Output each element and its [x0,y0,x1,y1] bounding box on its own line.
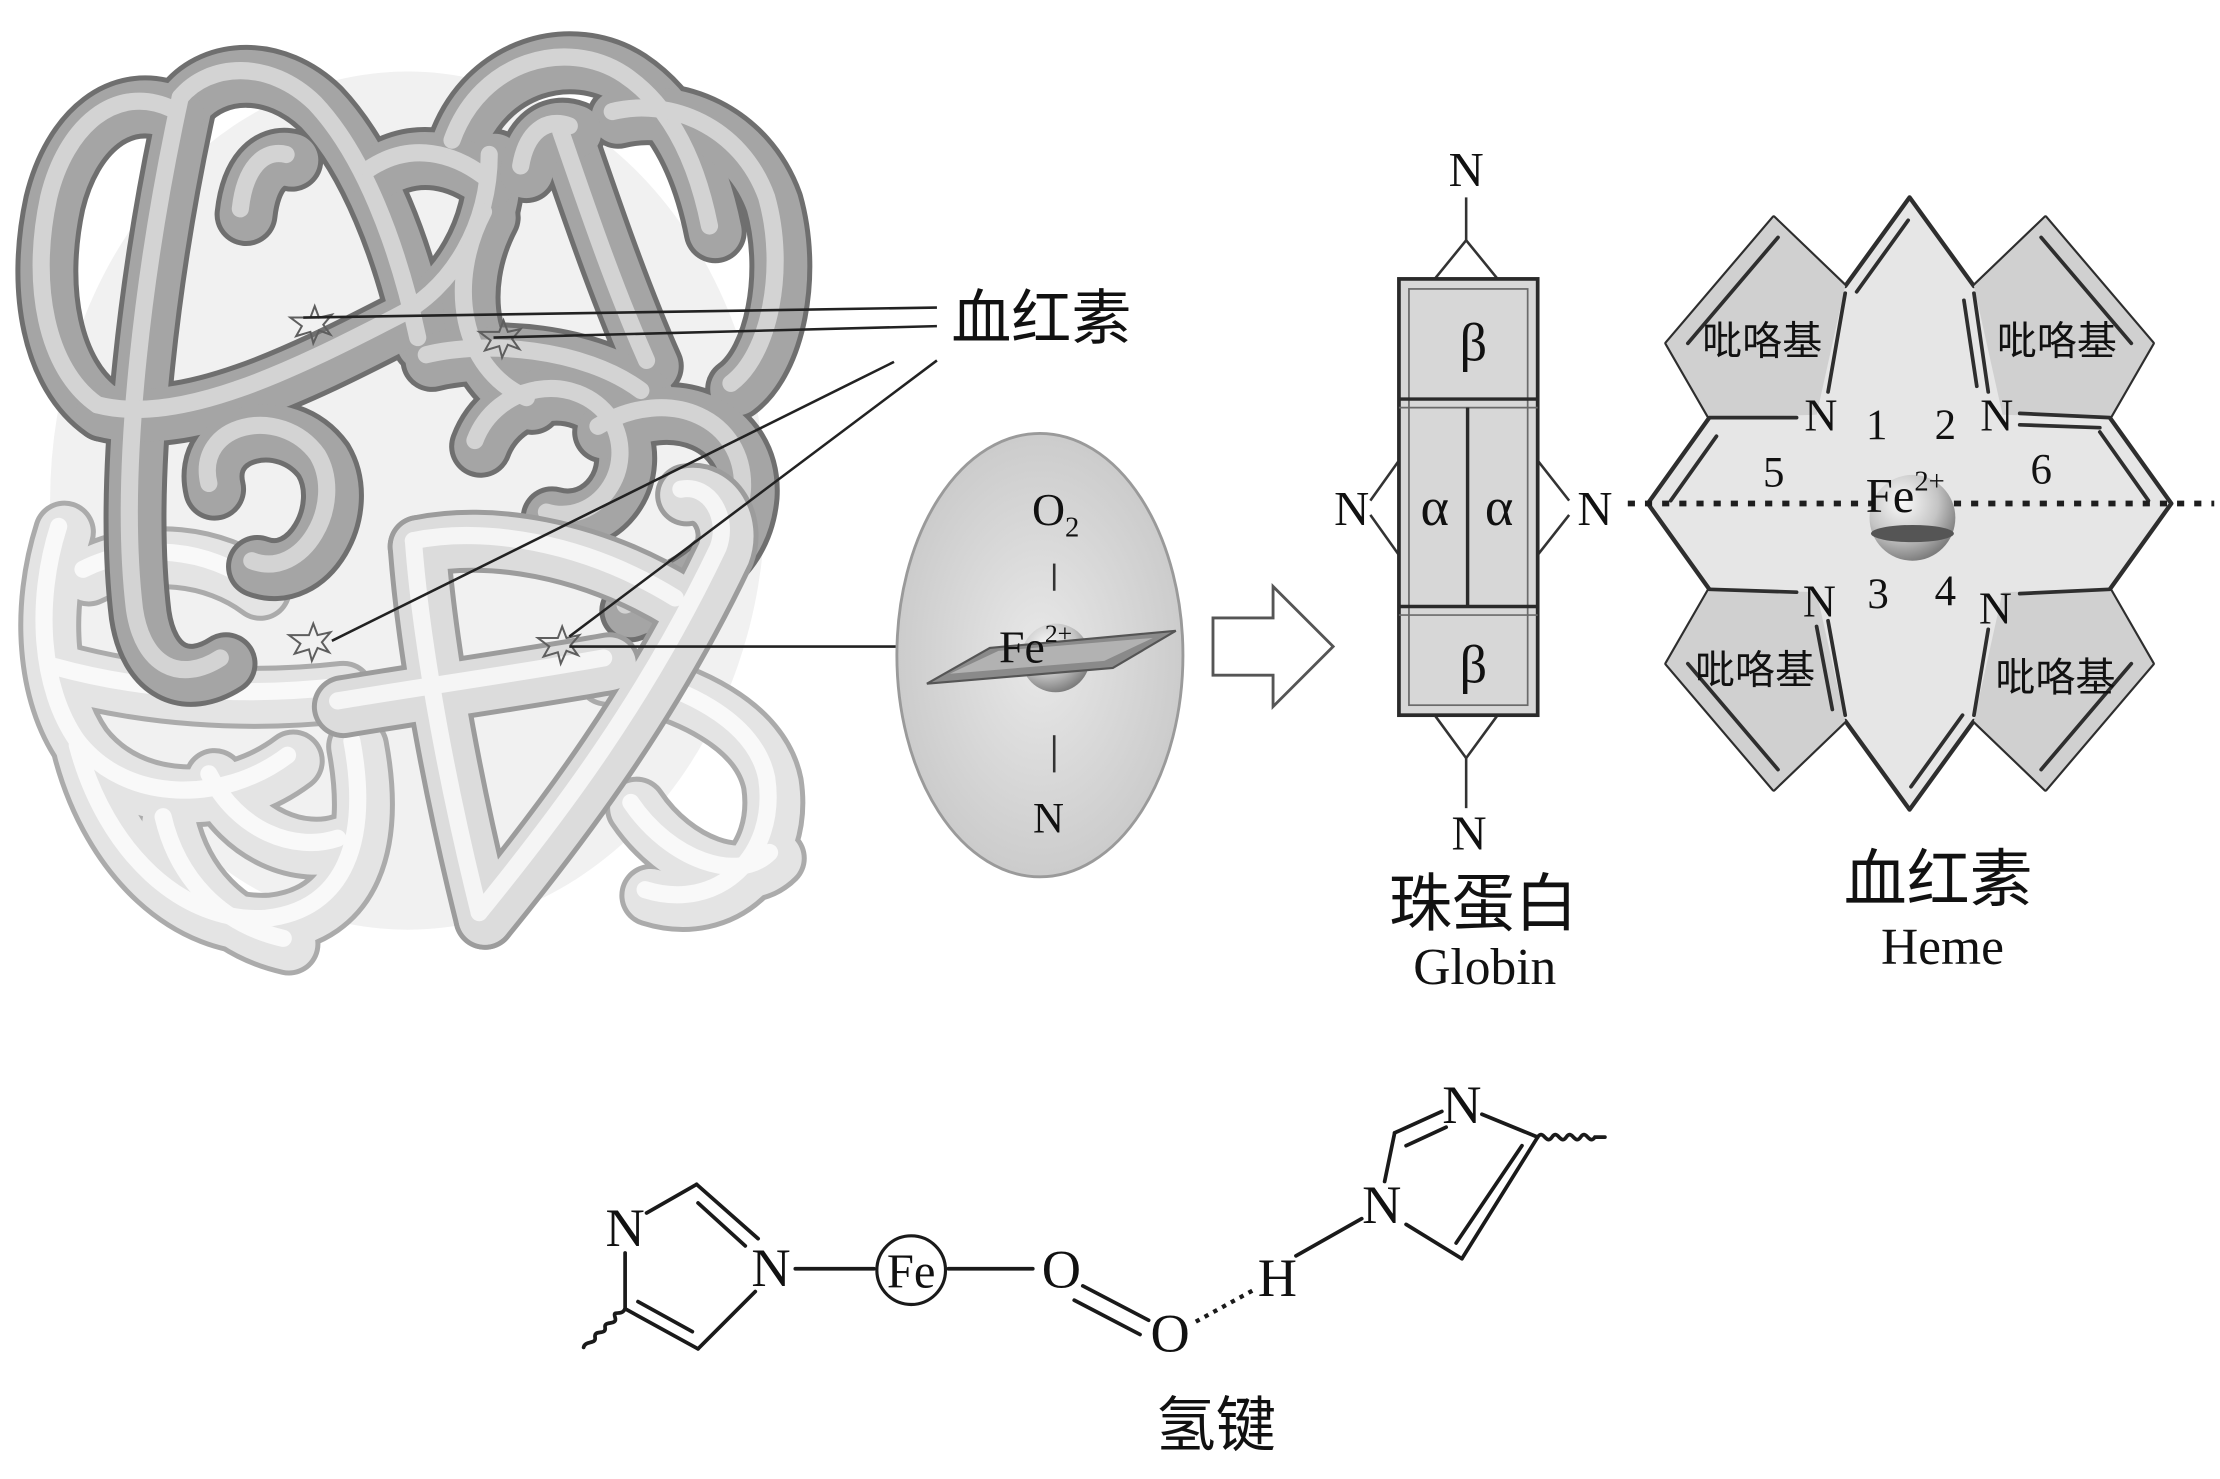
pyrrole-ring [1666,217,1846,418]
globin-n-bottom: N [1451,807,1486,861]
bond [644,1182,699,1215]
globin-n-left: N [1334,482,1369,536]
globin-right-connector [1536,514,1571,556]
globin-right-connector [1536,459,1571,502]
globin-box-inner [1408,288,1529,707]
inset-oxygen-label: O2 [1032,484,1079,543]
bond [694,1182,760,1241]
bond [1404,1125,1448,1148]
pyrrole-label-upper-right: 吡咯基 [1997,319,2117,365]
heme-label-cn: 血红素 [1844,843,2033,916]
heme-diagram: Fe2+ N N N N 1 2 3 4 5 6 吡咯基 吡咯基 吡咯基 吡咯基… [1627,195,2215,976]
globin-beta-bottom: β [1459,634,1487,694]
heme-n-upper-left: N [1804,390,1837,441]
bond [623,1306,700,1351]
inset-iron-label: Fe2+ [999,619,1072,672]
pyrrole-label-lower-left: 吡咯基 [1695,648,1815,694]
bond [1080,1284,1151,1323]
globin-label-en: Globin [1413,939,1556,996]
protein-ribbon [41,57,781,944]
bond [1404,1222,1464,1261]
coordination-position-5: 5 [1763,449,1784,496]
globin-n-right: N [1577,482,1612,536]
bond [1480,1112,1540,1140]
bond [1294,1216,1364,1258]
pointer-line [331,360,895,642]
ring-right-n1: N [1362,1175,1401,1235]
heme-inset: O2 Fe2+ N [895,431,1185,879]
bond [1382,1130,1397,1184]
bond [636,1299,695,1334]
bond [1460,1135,1540,1261]
coordination-position-1: 1 [1866,402,1887,449]
iron-circle [875,1234,948,1307]
binding-iron-label: Fe [887,1244,936,1298]
hydrogen-bond [1194,1286,1257,1324]
heme-n-lower-left: N [1803,575,1836,626]
heme-plane-top [949,637,1153,674]
wavy-substituent [581,1306,627,1350]
pointer-line [568,359,938,638]
heme-n-lower-right: N [1979,583,2012,634]
coordination-position-4: 4 [1935,568,1956,615]
globin-left-connector [1369,459,1400,502]
pyrrole-ring [1973,589,2153,790]
globin-alpha-right: α [1485,477,1513,537]
globin-diagram: N N N N β α α β 珠蛋白 Globin [1334,143,1612,996]
bond [1454,1143,1524,1245]
hydrogen-atom: H [1258,1248,1297,1308]
pyrrole-ring [1666,589,1846,790]
bond [1392,1109,1444,1135]
right-arrow-icon [1211,582,1336,711]
coordination-position-6: 6 [2030,446,2051,493]
heme-n-upper-right: N [1980,390,2013,441]
coordination-position-3: 3 [1867,571,1888,618]
oxygen-binding-scheme: N N Fe O O H N N 氢键 [581,1075,1607,1461]
heme-iron-band [1870,524,1954,543]
globin-n-top: N [1449,143,1484,197]
heme-pointer-lines [303,306,938,648]
porphyrin-bonds [1668,218,2151,789]
pyrrole-label-upper-left: 吡咯基 [1702,319,1822,365]
bond [696,1201,748,1248]
globin-label-cn: 珠蛋白 [1389,867,1578,940]
globin-beta-top: β [1459,312,1487,372]
coordination-position-2: 2 [1935,402,1956,449]
pointer-line [493,324,937,339]
pyrrole-label-lower-right: 吡咯基 [1995,655,2115,701]
globin-left-connector [1369,514,1400,556]
ring-left-n1: N [605,1198,644,1258]
ring-right-n2: N [1442,1075,1481,1135]
globin-bottom-connector [1433,714,1499,761]
oxygen-atom-1: O [1042,1239,1081,1299]
ring-left-n2: N [751,1238,790,1298]
pyrrole-ring [1973,217,2153,418]
wavy-substituent [1535,1132,1607,1142]
bond [696,1289,758,1351]
pointer-line [303,306,937,319]
globin-alpha-left: α [1420,477,1448,537]
bond [1072,1298,1142,1337]
heme-iron-label: Fe2+ [1866,467,1945,523]
protein-heme-label: 血红素 [951,284,1131,354]
globin-top-connector [1433,238,1499,280]
inset-nitrogen-label: N [1033,795,1064,842]
hydrogen-bond-label: 氢键 [1156,1391,1276,1461]
oxygen-atom-2: O [1150,1304,1189,1364]
heme-label-en: Heme [1881,919,2004,976]
